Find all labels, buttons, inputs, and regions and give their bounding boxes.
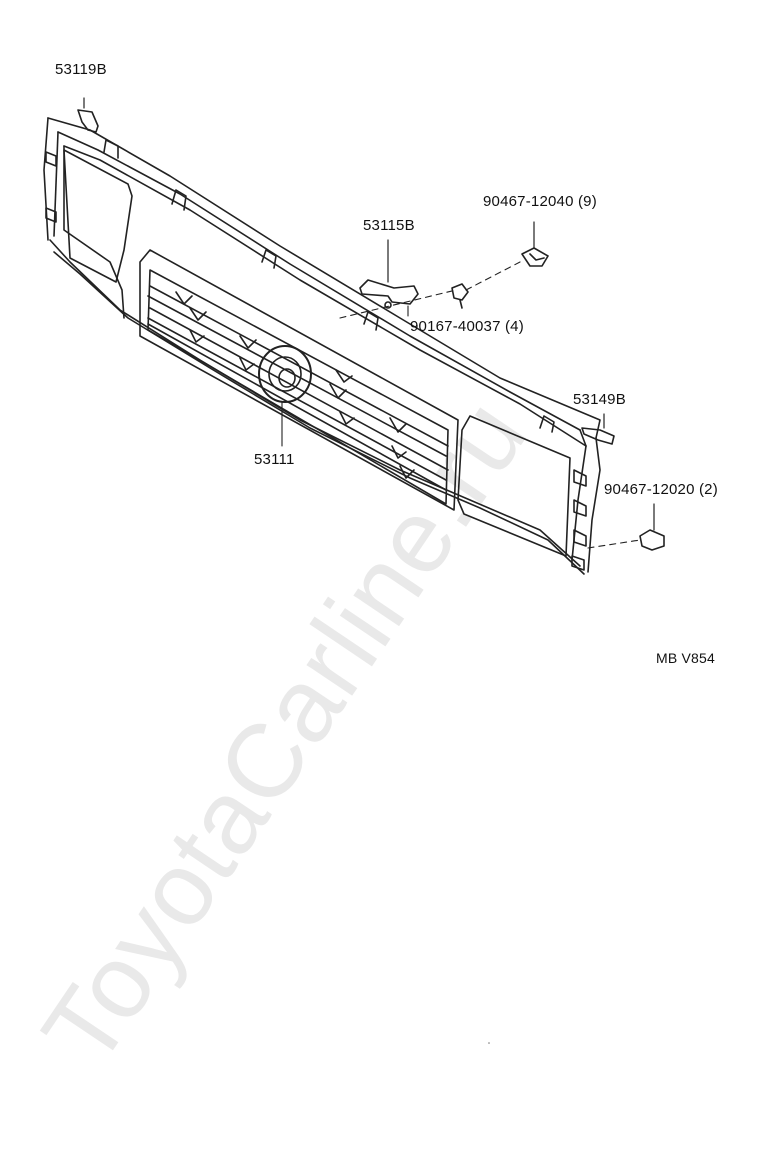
part-label-90167-40037: 90167-40037 (4) (410, 318, 524, 335)
part-label-90467-12020: 90467-12020 (2) (604, 481, 718, 498)
screw-90167-40037 (451, 283, 469, 309)
scan-dot (488, 1042, 490, 1044)
clip-90467-12020 (639, 503, 665, 551)
bracket-53115b (359, 239, 419, 309)
part-label-53115b: 53115B (363, 217, 415, 234)
part-label-90467-12040: 90467-12040 (9) (483, 193, 597, 210)
leader-lines (281, 261, 641, 549)
radiator-grille-53111 (43, 117, 601, 575)
part-label-53119b: 53119B (55, 61, 107, 78)
figure-code: MB V854 (656, 650, 715, 666)
part-label-53111: 53111 (254, 451, 295, 468)
retainer-53119b (77, 97, 99, 133)
retainer-53149b (581, 413, 615, 445)
clip-90467-12040 (521, 221, 549, 267)
part-label-53149b: 53149B (573, 391, 626, 408)
